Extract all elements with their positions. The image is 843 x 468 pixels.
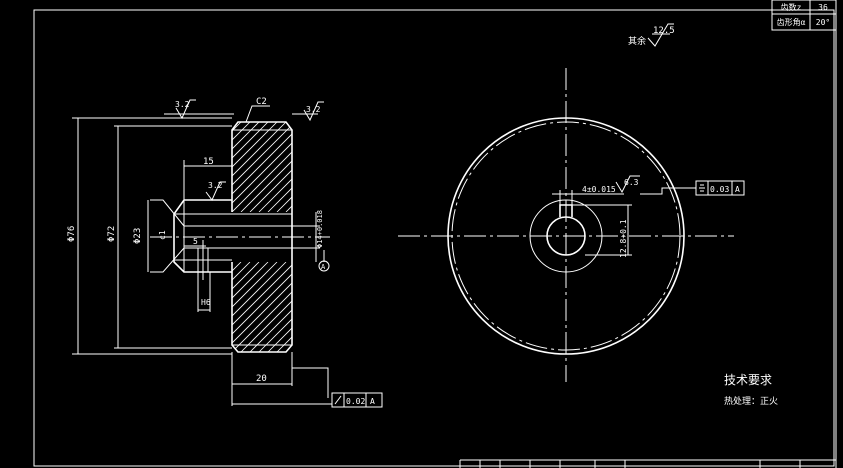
hatch-line — [232, 122, 287, 212]
parameter-table: 齿数z 36 齿形角α 20° — [771, 0, 837, 31]
pressure-label: 齿形角α — [777, 17, 806, 27]
tech-title: 技术要求 — [724, 373, 772, 387]
hatch-line — [232, 122, 251, 212]
keyway-width: 4±0.015 — [582, 185, 616, 194]
roughness-2: 3.2 — [306, 105, 321, 114]
hatch-line — [232, 122, 292, 212]
keyway-depth: 12.8+0.1 — [619, 219, 628, 258]
hatch-line — [232, 262, 260, 352]
front-dimensions: 4±0.015 12.8+0.1 6.3 0.03 A — [552, 175, 745, 258]
hatch-line — [232, 122, 292, 212]
hatch-line — [267, 122, 292, 212]
drawing-frame — [33, 9, 835, 467]
hatch-line — [240, 262, 292, 352]
title-block-bottom — [459, 459, 836, 468]
hatch-line — [232, 122, 233, 212]
teeth-value: 36 — [818, 3, 828, 12]
surface-note-text: 其余 — [628, 35, 646, 47]
dim-d1: Φ76 — [67, 226, 77, 242]
hatch-line — [295, 122, 385, 212]
hatch-line — [232, 262, 269, 352]
hatch-line — [232, 122, 260, 212]
hatch-line — [285, 262, 292, 352]
dim-bore: Φ14+0.018 — [316, 210, 324, 248]
dim-d3: Φ23 — [133, 228, 143, 244]
hatch-line — [232, 262, 242, 352]
tech-line1: 热处理：正火 — [724, 395, 778, 407]
hatch-line — [232, 262, 292, 352]
dim-c1: c1 — [158, 230, 167, 240]
datum-a: A — [321, 263, 326, 271]
dim-15: 15 — [203, 157, 214, 167]
section-dimensions: Φ76 Φ72 Φ23 c1 15 5 H6 Φ14+0.018 A — [67, 97, 383, 408]
hatch-line — [240, 122, 292, 212]
hatch-line — [232, 122, 292, 212]
roughness-3: 3.2 — [208, 181, 223, 190]
runout-tolerance: 0.02 — [346, 397, 365, 406]
roughness-1: 3.2 — [175, 100, 190, 109]
hatch-line — [267, 262, 292, 352]
hatch-line — [232, 122, 278, 212]
section-view — [150, 121, 385, 353]
surface-note-roughness: 12.5 — [653, 26, 675, 36]
dim-d2: Φ72 — [107, 226, 117, 242]
hatch-line — [249, 122, 292, 212]
chamfer-label: C2 — [256, 97, 267, 107]
teeth-label: 齿数z — [781, 2, 802, 12]
hatch-line — [232, 262, 278, 352]
hatch-line — [232, 122, 269, 212]
hatch-line — [249, 262, 292, 352]
hatch-line — [232, 122, 242, 212]
front-view — [398, 68, 734, 382]
hatch-line — [285, 122, 292, 212]
pressure-value: 20° — [816, 18, 830, 27]
hatch-line — [232, 262, 292, 352]
hatch-line — [232, 122, 292, 212]
hatch-line — [258, 262, 292, 352]
hatch-line — [232, 262, 251, 352]
keyway-roughness: 6.3 — [624, 178, 639, 187]
symmetry-datum: A — [735, 185, 740, 194]
symmetry-tolerance: 0.03 — [710, 185, 729, 194]
hatch-line — [232, 262, 292, 352]
dim-h6: H6 — [201, 298, 211, 307]
hatch-line — [232, 262, 292, 352]
hatch-line — [232, 262, 287, 352]
hatch-line — [295, 262, 385, 352]
surface-note: 其余 12.5 — [628, 23, 675, 47]
dim-5: 5 — [193, 237, 198, 246]
dim-20: 20 — [256, 374, 267, 384]
runout-datum: A — [370, 397, 375, 406]
hatch-line — [258, 122, 292, 212]
hatch-line — [232, 262, 233, 352]
tech-requirements: 技术要求 热处理：正火 — [724, 373, 778, 407]
